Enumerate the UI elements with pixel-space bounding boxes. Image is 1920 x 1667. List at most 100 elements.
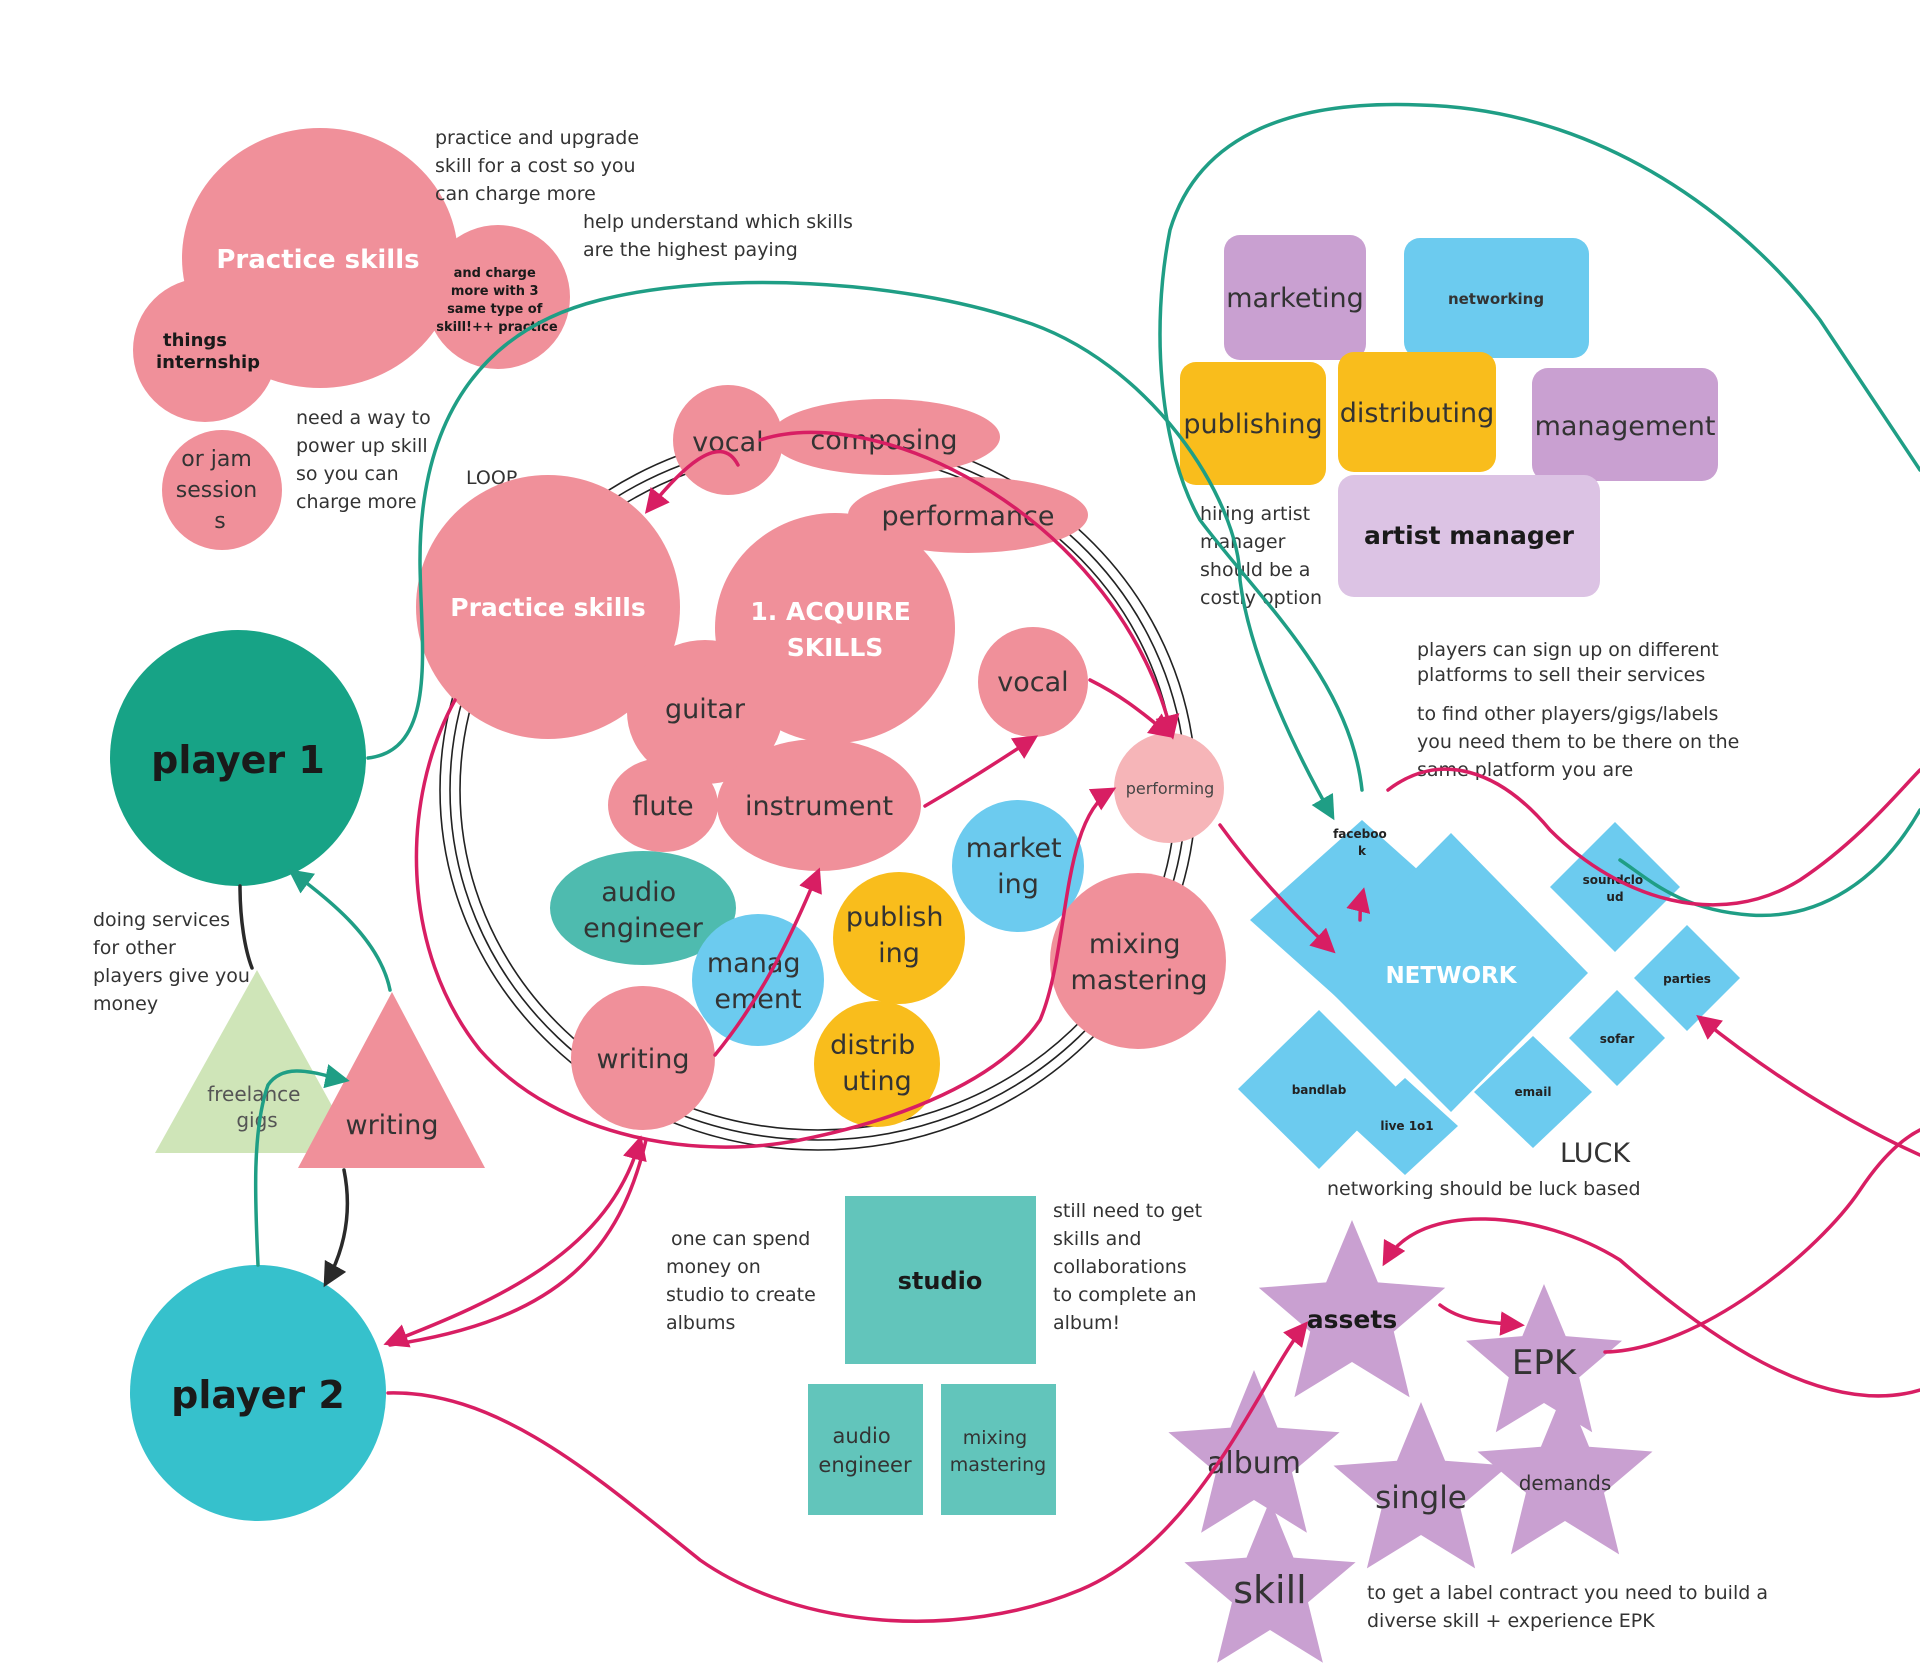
network-diamond[interactable] <box>1312 833 1588 1112</box>
album-star[interactable] <box>1168 1370 1340 1533</box>
vocal-label: vocal <box>997 667 1068 698</box>
dark-arrow-writing-player2 <box>323 1168 350 1288</box>
publishing-box[interactable] <box>1180 362 1326 485</box>
vocal-bubble[interactable] <box>978 627 1088 737</box>
epk-star[interactable] <box>1466 1284 1622 1433</box>
single-label: single <box>1375 1480 1467 1516</box>
parties-diamond[interactable] <box>1634 925 1740 1031</box>
network-cluster: faceboo k NETWORK soundclo ud parties so… <box>1238 820 1740 1175</box>
mixing-mastering-bubble-label: mixing mastering <box>1071 929 1208 996</box>
epk-label: EPK <box>1512 1343 1578 1383</box>
internship-label: things internship <box>156 330 260 373</box>
help-understand-note: help understand which skills are the hig… <box>583 211 859 261</box>
writing-bubble-label: writing <box>596 1044 689 1075</box>
skill-star[interactable] <box>1184 1500 1356 1663</box>
instrument-label: instrument <box>745 791 893 822</box>
red-arrow-right-assets <box>1382 1217 1920 1398</box>
red-line-player2-writing-2 <box>388 1138 648 1347</box>
writing-triangle-label: writing <box>345 1110 438 1141</box>
spend-note: one can spend money on studio to create … <box>666 1228 822 1334</box>
freelance-gigs-triangle[interactable] <box>155 970 358 1153</box>
assets-label: assets <box>1307 1305 1397 1334</box>
instrument-bubble[interactable] <box>717 739 921 871</box>
red-line-facebook-right <box>1386 767 1920 907</box>
marketing-box-label: marketing <box>1226 283 1364 314</box>
mixing-mastering-bubble[interactable] <box>1050 873 1226 1049</box>
red-arrow-performing-network <box>1218 823 1336 954</box>
networking-box[interactable] <box>1404 238 1589 358</box>
player-1-node[interactable] <box>110 630 366 886</box>
live-1o1-label: live 1o1 <box>1380 1119 1433 1133</box>
still-need-note: still need to get skills and collaborati… <box>1053 1200 1208 1334</box>
player-1-label: player 1 <box>151 738 325 782</box>
red-arrow-instrument-vocal <box>923 735 1039 808</box>
luck-note: networking should be luck based <box>1327 1178 1641 1200</box>
soundcloud-diamond[interactable] <box>1550 822 1680 952</box>
sign-up-note: players can sign up on different platfor… <box>1417 639 1725 686</box>
green-arrow-writing-player1 <box>288 869 392 992</box>
green-arrow-player1-facebook <box>366 280 1335 821</box>
management-bubble-label: manag ement <box>707 948 809 1015</box>
assets-star[interactable] <box>1258 1220 1446 1398</box>
marketing-box[interactable] <box>1224 235 1366 360</box>
artist-manager-box-label: artist manager <box>1364 521 1575 550</box>
mixing-mastering-box-label: mixing mastering <box>950 1427 1046 1476</box>
distributing-box-label: distributing <box>1340 398 1495 429</box>
demands-star[interactable] <box>1477 1388 1653 1555</box>
publishing-box-label: publishing <box>1183 409 1322 440</box>
green-arrow-player2-writing <box>253 1064 350 1267</box>
red-arrow-player2-writing <box>383 1135 647 1348</box>
dark-line-player1-gigs <box>238 884 254 970</box>
sofar-label: sofar <box>1600 1032 1635 1046</box>
single-star[interactable] <box>1333 1402 1509 1569</box>
writing-bubble[interactable] <box>571 986 715 1130</box>
internship-bubble[interactable] <box>133 278 277 422</box>
audio-engineer-bubble[interactable] <box>550 851 736 965</box>
charge-more-bubble[interactable] <box>426 225 570 369</box>
red-arrow-composing-performing <box>758 430 1180 740</box>
bandlab-label: bandlab <box>1292 1083 1347 1097</box>
audio-engineer-box[interactable] <box>808 1384 923 1515</box>
facebook-label: faceboo k <box>1333 827 1391 858</box>
artist-manager-box[interactable] <box>1338 475 1600 597</box>
mixing-mastering-box[interactable] <box>941 1384 1056 1515</box>
distributing-bubble[interactable] <box>814 1001 940 1127</box>
flute-bubble[interactable] <box>608 758 718 852</box>
star-cluster <box>1168 1220 1653 1663</box>
marketing-bubble[interactable] <box>952 800 1084 932</box>
distributing-box[interactable] <box>1338 352 1496 472</box>
studio-box[interactable] <box>845 1196 1036 1364</box>
red-arrow-vocal-practice <box>644 450 740 514</box>
management-bubble[interactable] <box>692 914 824 1046</box>
skill-bubbles: vocal composing performance Practice ski… <box>416 385 1226 1130</box>
player-2-node[interactable] <box>130 1265 386 1521</box>
vocal-top-bubble[interactable] <box>673 385 783 495</box>
red-arrow-writing-instrument <box>713 867 822 1057</box>
sofar-diamond[interactable] <box>1569 990 1665 1086</box>
connectors <box>238 102 1920 1623</box>
performance-bubble[interactable] <box>848 477 1088 553</box>
publishing-bubble[interactable] <box>833 872 965 1004</box>
marketing-bubble-label: market ing <box>966 833 1070 900</box>
audio-engineer-box-label: audio engineer <box>818 1424 912 1477</box>
practice-skills-bubble[interactable] <box>416 475 680 739</box>
red-arrow-assets-epk <box>1438 1303 1525 1336</box>
email-label: email <box>1515 1085 1552 1099</box>
power-up-note: need a way to power up skill so you can … <box>296 407 437 513</box>
practice-cluster-top: Practice skills and charge more with 3 s… <box>133 128 570 550</box>
jam-session-bubble[interactable] <box>162 430 282 550</box>
live-1o1-diamond[interactable] <box>1352 1078 1458 1175</box>
writing-triangle[interactable] <box>298 992 485 1168</box>
jam-session-label: or jam session s <box>176 447 264 534</box>
red-arrow-vocal-performing <box>1088 678 1174 738</box>
red-arrow-right-parties <box>1696 1014 1920 1157</box>
red-arrow-network-facebook <box>1346 887 1371 922</box>
performing-bubble[interactable] <box>1114 733 1224 843</box>
find-players-note: to find other players/gigs/labels you ne… <box>1417 703 1745 781</box>
player-2-label: player 2 <box>171 1373 345 1417</box>
guitar-bubble[interactable] <box>627 640 783 784</box>
composing-bubble[interactable] <box>770 399 1000 475</box>
email-diamond[interactable] <box>1474 1036 1592 1148</box>
luck-label: LUCK <box>1560 1138 1631 1169</box>
management-box[interactable] <box>1532 368 1718 481</box>
